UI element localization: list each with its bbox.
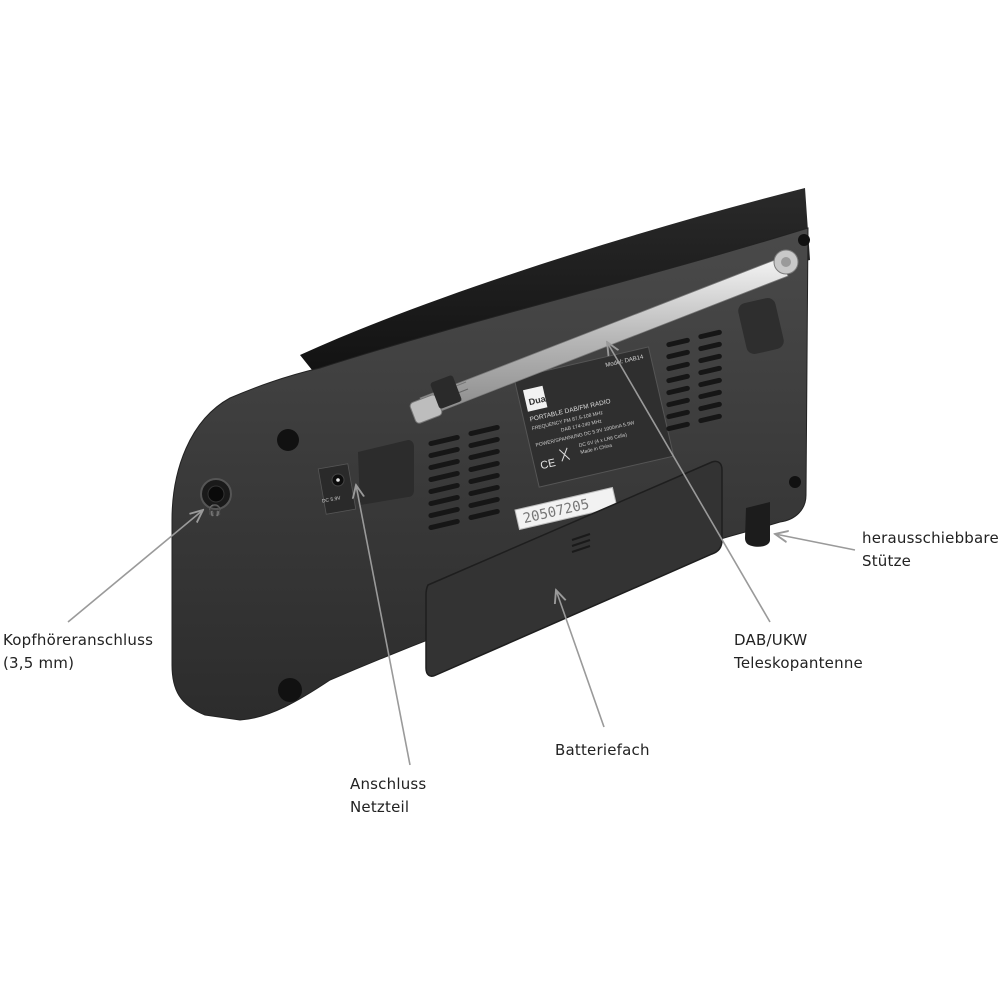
screw-hole-bottom-left [278,678,302,702]
telescopic-antenna [409,249,799,424]
callout-line: (3,5 mm) [3,654,75,672]
svg-text:Dual: Dual [528,393,549,407]
callout-stand: herausschiebbare Stütze [862,527,999,573]
speaker-grill-left [428,424,500,531]
headphone-symbol-icon: 🎧 [208,504,222,517]
screw-hole-right [789,476,801,488]
dc-jack-plate [317,463,357,515]
leader-line-battery [556,590,605,728]
callout-line: Kopfhöreranschluss [3,631,154,649]
callout-line: Stütze [862,552,912,570]
speaker-grill-right [666,329,722,432]
leader-line-antenna [607,342,771,623]
callout-antenna: DAB/UKW Teleskopantenne [734,629,863,675]
callout-line: Anschluss [350,775,427,793]
battery-compartment-door [425,460,723,677]
callout-battery-compartment: Batteriefach [555,739,650,762]
leader-line-stand [775,534,856,551]
callout-line: Teleskopantenne [734,654,863,672]
callout-line: herausschiebbare [862,529,999,547]
dc-jack-recess [358,440,414,505]
svg-text:CE: CE [539,457,557,472]
leader-lines [67,342,856,766]
battery-door-latch [571,533,591,553]
callout-line: Batteriefach [555,741,650,759]
callout-headphone-jack: Kopfhöreranschluss (3,5 mm) [3,629,153,675]
leader-line-power [356,485,411,766]
callout-power-connector: Anschluss Netzteil [350,773,426,819]
screw-hole-top-left [277,429,299,451]
leader-line-headphone [67,510,203,623]
callout-line: Netzteil [350,798,410,816]
rating-label: Dual Model: DAB14 PORTABLE DAB/FM RADIO … [513,346,675,488]
callout-line: DAB/UKW [734,631,808,649]
stand-foot [745,502,770,547]
radio-top-edge [300,188,810,380]
svg-text:DC 5.9V: DC 5.9V [322,495,342,504]
